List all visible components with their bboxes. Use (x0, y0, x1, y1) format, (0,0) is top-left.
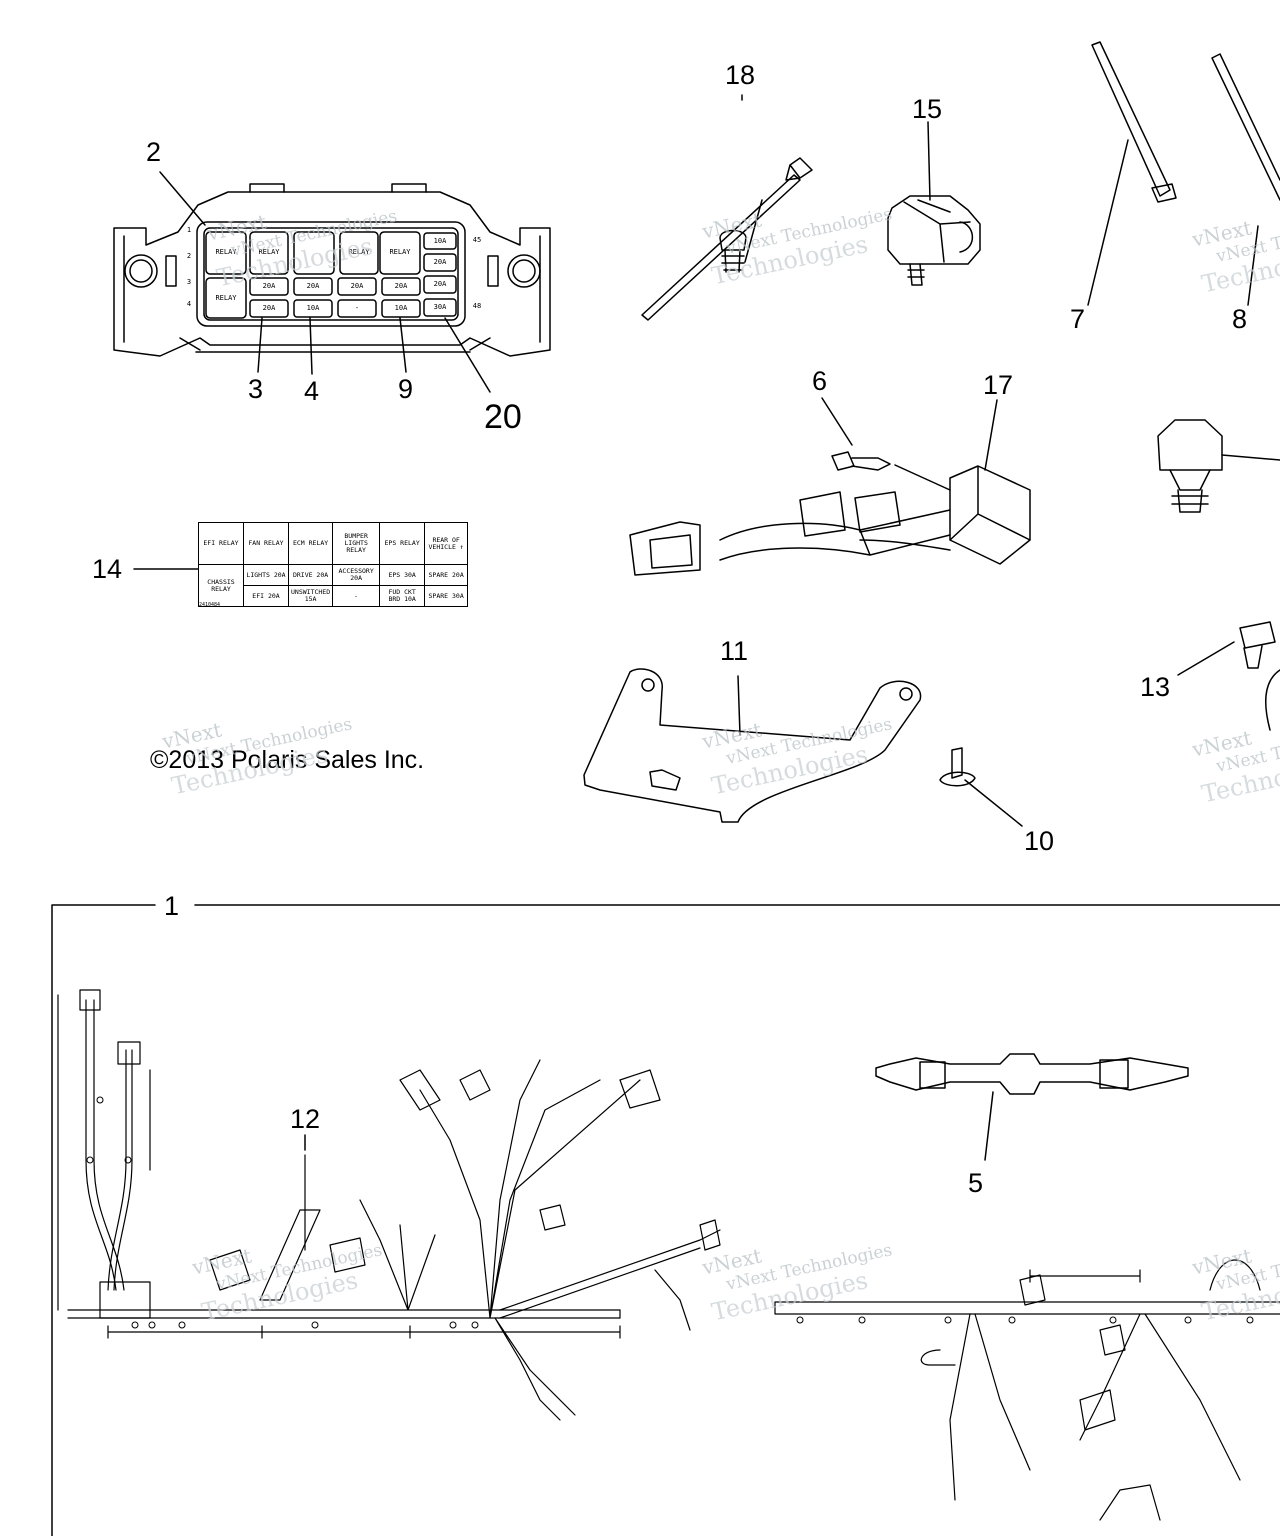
fuse-mid-1: 20A (262, 282, 276, 290)
callout-18: 18 (725, 60, 756, 90)
callout-3: 3 (248, 374, 264, 404)
callout-13: 13 (1140, 672, 1171, 702)
fuse-extra-label: 20A (433, 258, 447, 266)
part-clip-right (1157, 419, 1280, 513)
table-header: FAN RELAY (243, 522, 289, 565)
main-harness-right (774, 1259, 1280, 1521)
fuse-mid-5: 20A (433, 280, 447, 288)
table-side-label: CHASSIS RELAY (198, 564, 244, 607)
relay-2-label: RELAY (258, 248, 280, 256)
table-cell: SPARE 30A (424, 585, 469, 607)
table-cell: - (332, 585, 381, 607)
callout-11: 11 (720, 636, 749, 666)
callout-15: 15 (912, 94, 943, 124)
table-cell: EPS 30A (379, 564, 426, 586)
table-part-number: 2410484 (199, 602, 221, 608)
fuse-box (113, 171, 551, 393)
part-13-bolt (1177, 621, 1280, 731)
fuse-bottom-3: - (354, 304, 360, 312)
main-harness-left (57, 989, 721, 1421)
callout-5: 5 (968, 1168, 984, 1198)
pin-4: 4 (186, 300, 192, 308)
table-cell: UNSWITCHED 15A (287, 585, 334, 607)
table-header: EPS RELAY (379, 522, 426, 565)
part-7-cable-tie (1087, 41, 1177, 306)
table-header: REAR OF VEHICLE ↑ (424, 522, 469, 565)
fuse-bottom-2: 10A (306, 304, 320, 312)
callout-1: 1 (164, 891, 180, 921)
callout-20: 20 (484, 398, 522, 436)
part-5-harness-section (875, 1053, 1189, 1161)
table-header: BUMPER LIGHTS RELAY (332, 522, 381, 565)
callout-9: 9 (398, 374, 414, 404)
harness-markers (86, 1096, 1254, 1329)
relay-bottom-label: RELAY (215, 294, 237, 302)
pin-3: 3 (186, 278, 192, 286)
callout-10: 10 (1024, 826, 1055, 856)
callout-6: 6 (812, 366, 828, 396)
table-cell: SPARE 20A (424, 564, 469, 586)
table-cell: EFI 20A (243, 585, 289, 607)
fuse-top-right-label: 10A (433, 237, 447, 245)
relay-5-label: RELAY (389, 248, 411, 256)
pin-2: 2 (186, 252, 192, 260)
callout-7: 7 (1070, 304, 1086, 334)
pin-48: 48 (472, 302, 482, 310)
table-header: ECM RELAY (287, 522, 334, 565)
fuse-mid-2: 20A (306, 282, 320, 290)
part-11-bracket (583, 668, 922, 823)
table-cell: LIGHTS 20A (243, 564, 289, 586)
pin-45: 45 (472, 236, 482, 244)
fuse-bottom-4: 10A (394, 304, 408, 312)
callout-12: 12 (290, 1104, 321, 1134)
table-header: EFI RELAY (198, 522, 244, 565)
fuse-bottom-1: 20A (262, 304, 276, 312)
table-cell: ACCESSORY 20A (332, 564, 381, 586)
callout-14: 14 (92, 554, 123, 584)
part-17-connector-block (629, 397, 1031, 576)
fuse-mid-3: 20A (350, 282, 364, 290)
part-8-cable-tie (1211, 53, 1280, 306)
harness-frame (51, 904, 1280, 1536)
fuse-table: EFI RELAY FAN RELAY ECM RELAY BUMPER LIG… (198, 522, 469, 607)
table-cell: DRIVE 20A (287, 564, 334, 586)
relay-1-label: RELAY (215, 248, 237, 256)
callout-17: 17 (983, 370, 1014, 400)
fuse-mid-4: 20A (394, 282, 408, 290)
table-cell: FUD CKT BRD 10A (379, 585, 426, 607)
callout-2: 2 (146, 137, 162, 167)
part-10-rivet (939, 747, 1023, 827)
pin-1: 1 (186, 226, 192, 234)
part-18-cable-tie-mount (641, 94, 813, 321)
relay-4-label: RELAY (348, 248, 370, 256)
copyright-text: ©2013 Polaris Sales Inc. (150, 746, 425, 774)
callout-4: 4 (304, 376, 320, 406)
part-15-connector (887, 121, 981, 286)
callout-8: 8 (1232, 304, 1248, 334)
fuse-bottom-5: 30A (433, 303, 447, 311)
